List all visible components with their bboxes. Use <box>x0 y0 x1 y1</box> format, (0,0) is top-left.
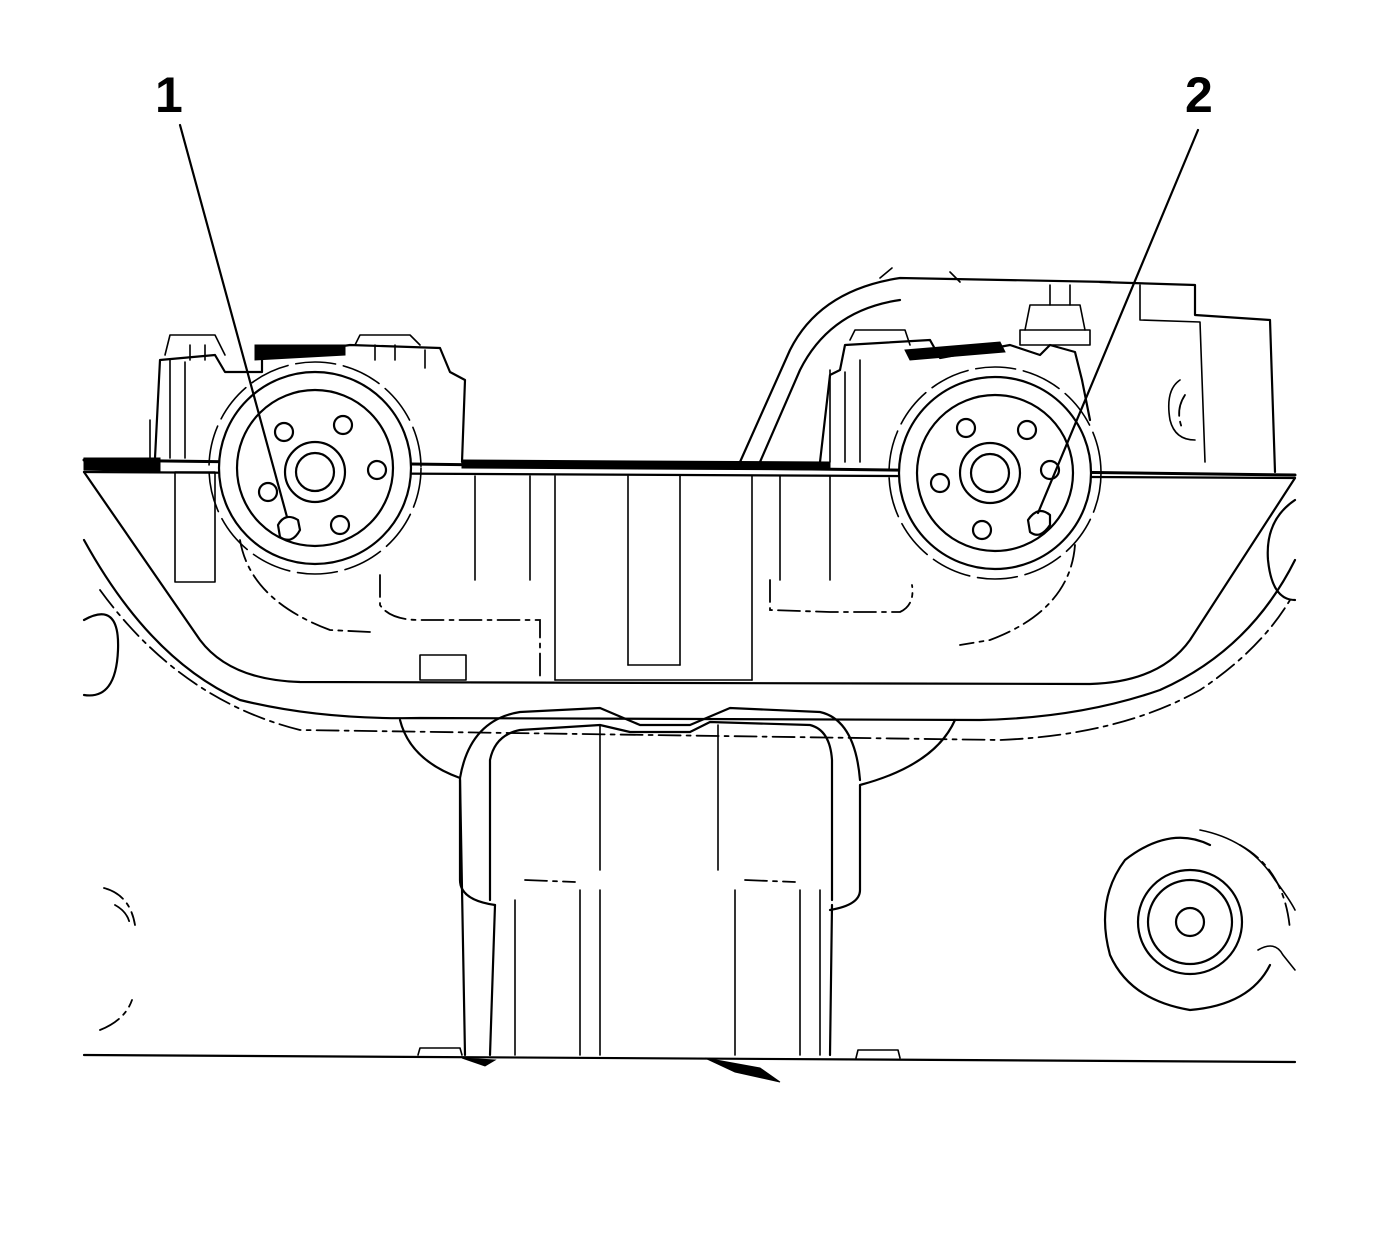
cylinder-head <box>82 457 1297 741</box>
upper-right-housing <box>738 267 1277 474</box>
left-partial-feature <box>99 887 136 1031</box>
right-bearing-cap <box>818 284 1092 464</box>
left-camshaft-sprocket <box>208 361 422 575</box>
lower-block <box>82 706 1297 1083</box>
callout-2-leader <box>1036 128 1200 515</box>
lower-right-pulley <box>1103 829 1296 1012</box>
callout-1-leader <box>178 123 289 519</box>
callout-leaders <box>178 123 1200 519</box>
callout-1-label: 1 <box>155 67 183 123</box>
left-bearing-cap <box>149 334 467 464</box>
right-camshaft-sprocket <box>888 366 1102 580</box>
callout-2-label: 2 <box>1185 67 1213 123</box>
